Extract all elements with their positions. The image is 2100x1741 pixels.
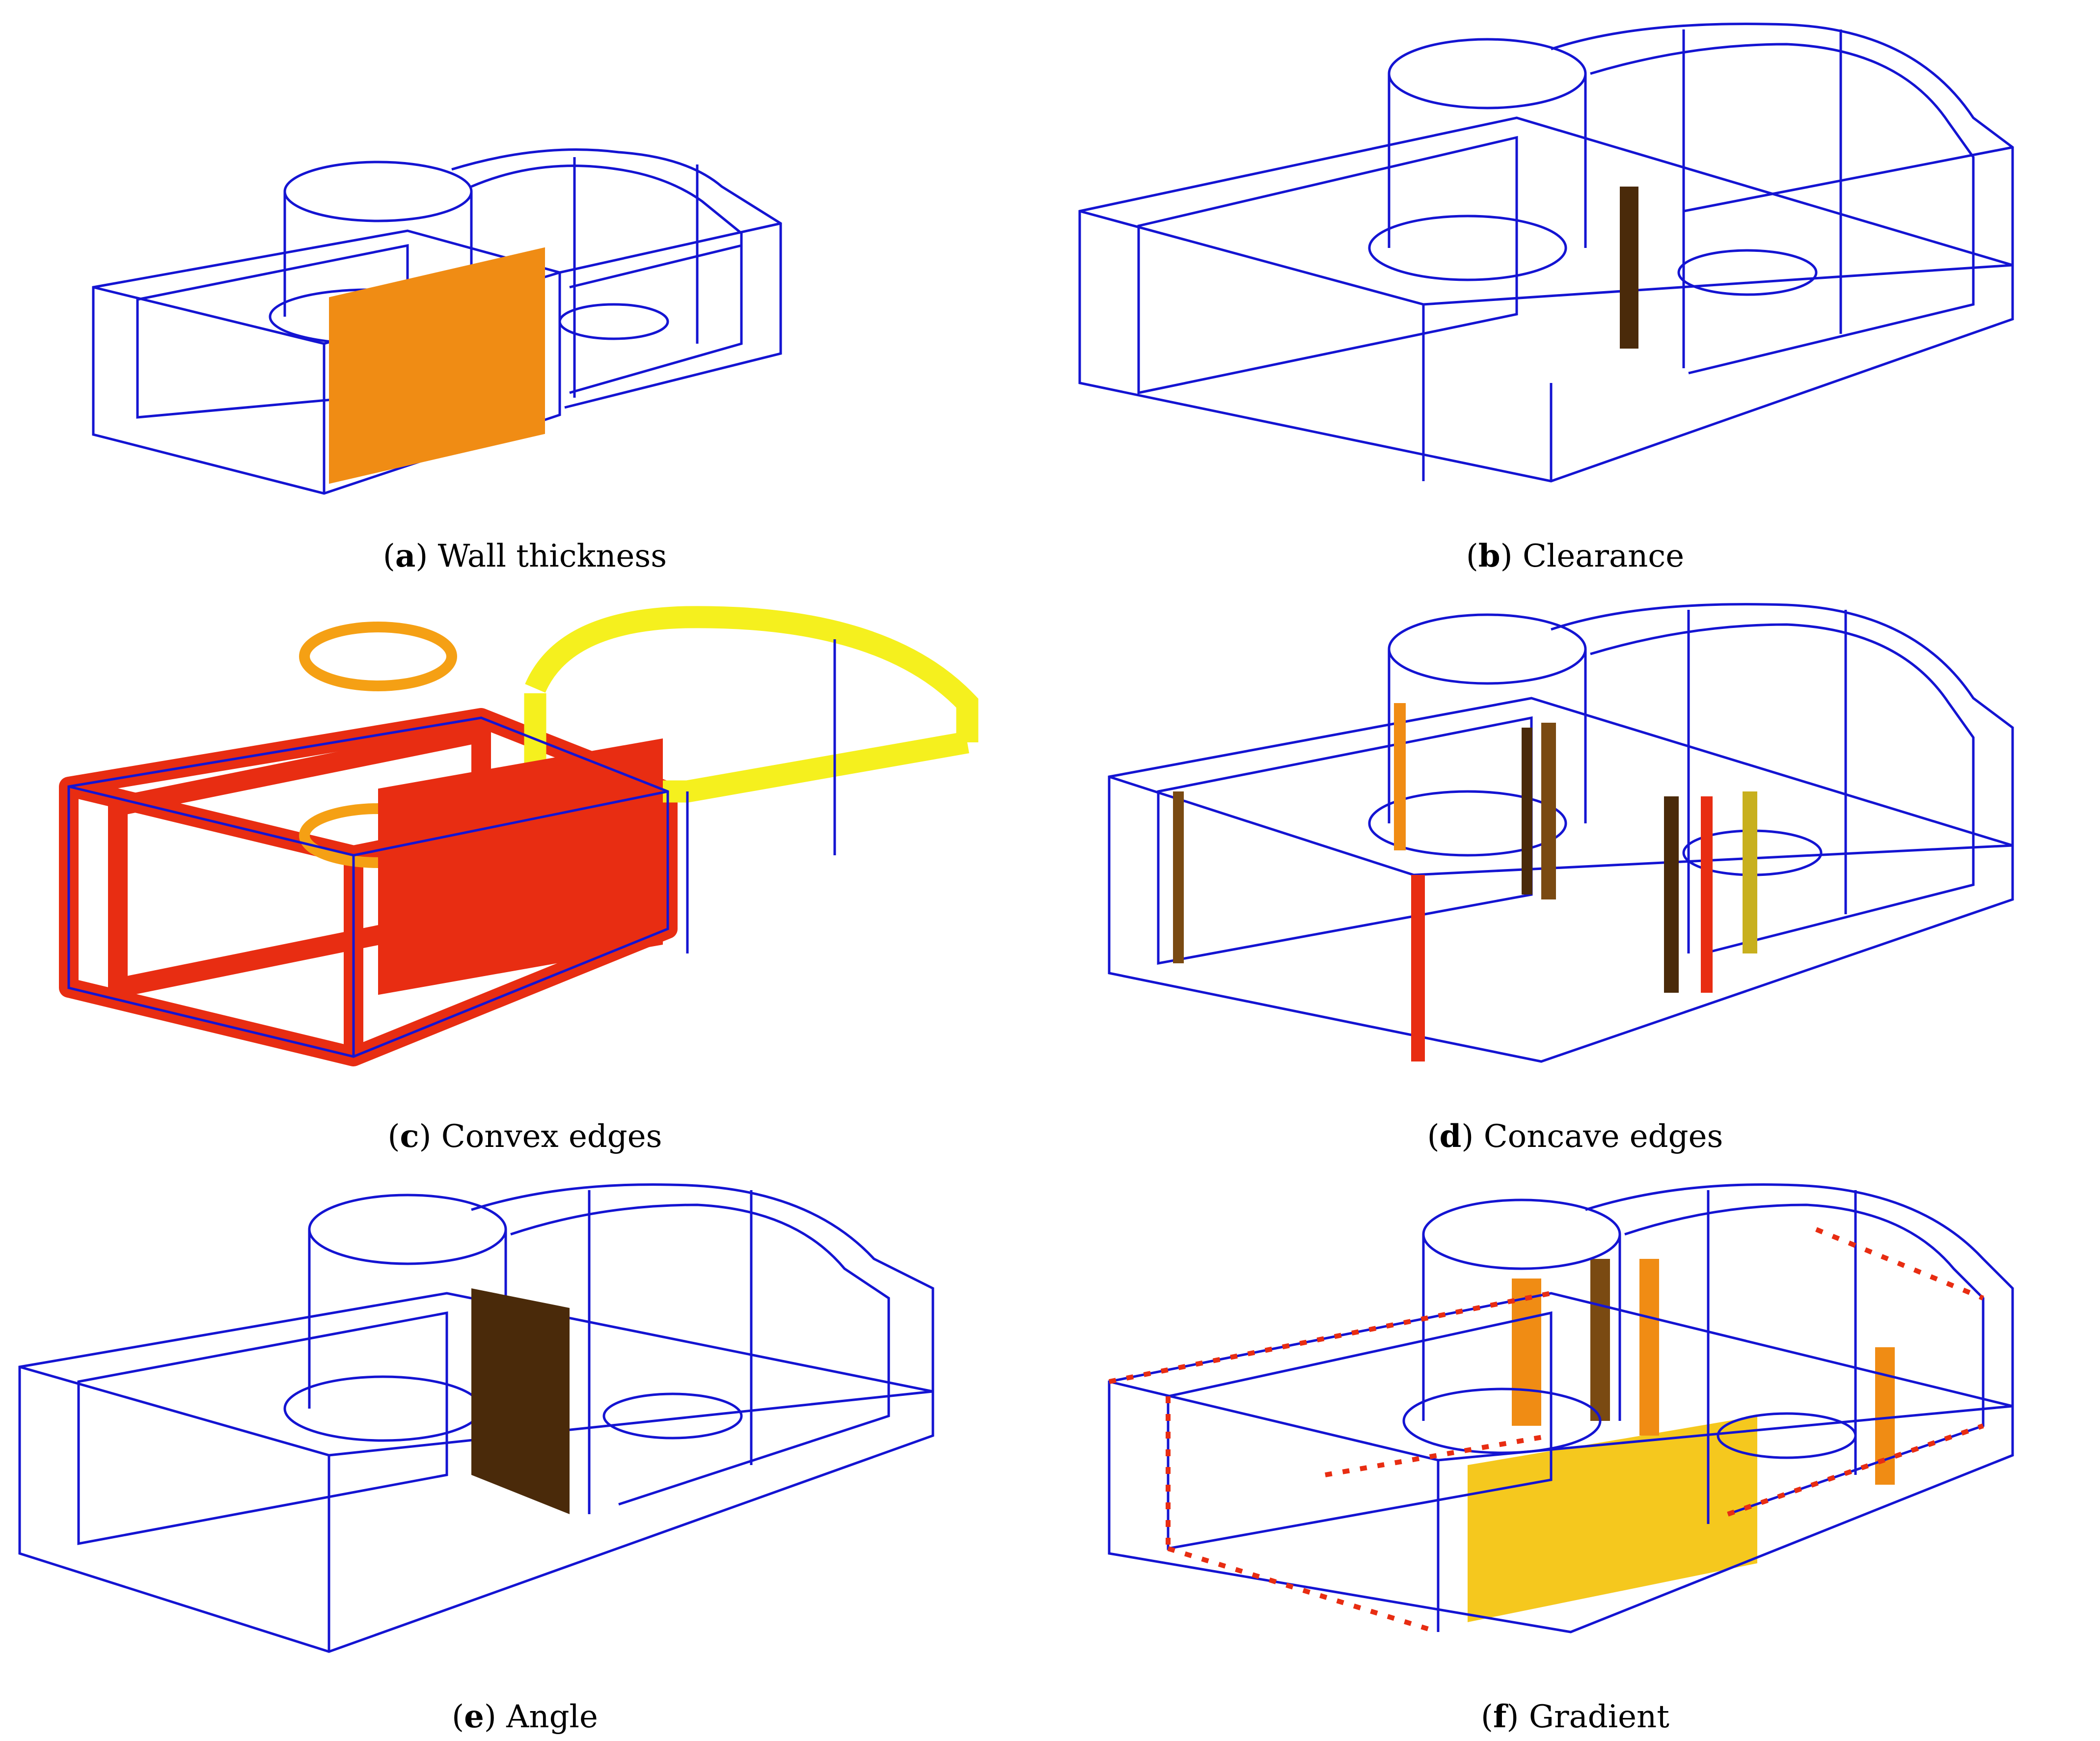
wall-thickness-highlight (329, 247, 545, 484)
model-f-wireframe (1108, 1183, 2014, 1634)
caption-a: (a) Wall thickness (382, 538, 667, 574)
clearance-highlight (1620, 187, 1638, 349)
convex-face-highlight (378, 738, 663, 995)
panel-f: (f) Gradient (1050, 1161, 2100, 1741)
caption-c: (c) Convex edges (387, 1118, 662, 1155)
model-b-wireframe (1078, 23, 2014, 483)
panel-d: (d) Concave edges (1050, 580, 2100, 1161)
concave-edge-highlights (1173, 703, 1757, 1061)
caption-b: (b) Clearance (1466, 538, 1685, 574)
panel-a: (a) Wall thickness (0, 0, 1050, 580)
panel-e: (e) Angle (0, 1161, 1050, 1741)
caption-e: (e) Angle (452, 1698, 598, 1735)
angle-highlight (471, 1288, 570, 1514)
model-c-wireframe (59, 606, 979, 1066)
model-d-wireframe (1108, 603, 2014, 1063)
gradient-face-highlight (1468, 1416, 1757, 1622)
panel-b: (b) Clearance (1050, 0, 2100, 580)
model-a-wireframe (92, 148, 782, 495)
model-e-wireframe (18, 1183, 934, 1653)
panel-c: (c) Convex edges (0, 580, 1050, 1161)
caption-f: (f) Gradient (1481, 1698, 1669, 1735)
caption-d: (d) Concave edges (1427, 1118, 1723, 1155)
